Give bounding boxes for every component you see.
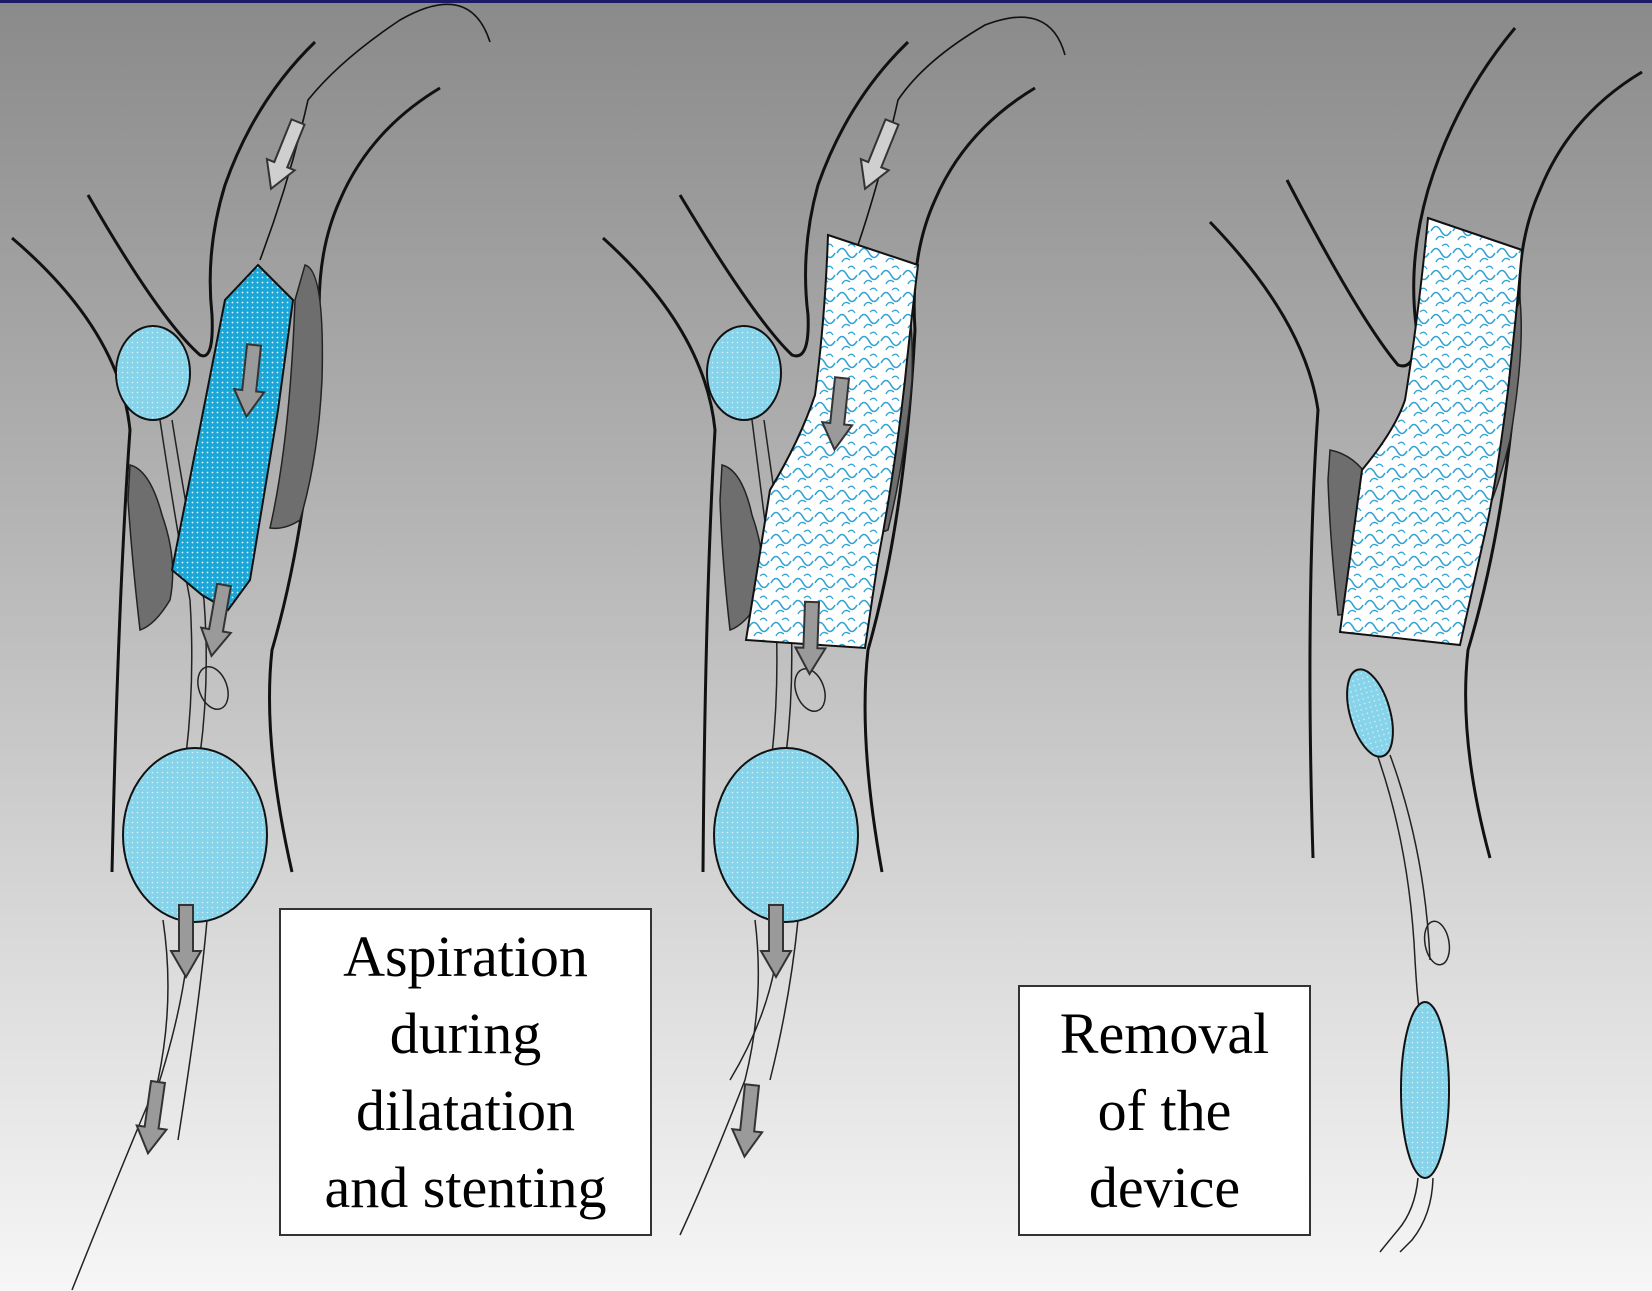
label-removal-text: Removal of the device bbox=[1060, 995, 1269, 1226]
label-aspiration-during-stenting: Aspiration during dilatation and stentin… bbox=[279, 908, 652, 1236]
label-device-removal: Removal of the device bbox=[1018, 985, 1311, 1236]
panel-stenting-vessel bbox=[603, 17, 1065, 1235]
label-aspiration-text: Aspiration during dilatation and stentin… bbox=[325, 918, 607, 1226]
